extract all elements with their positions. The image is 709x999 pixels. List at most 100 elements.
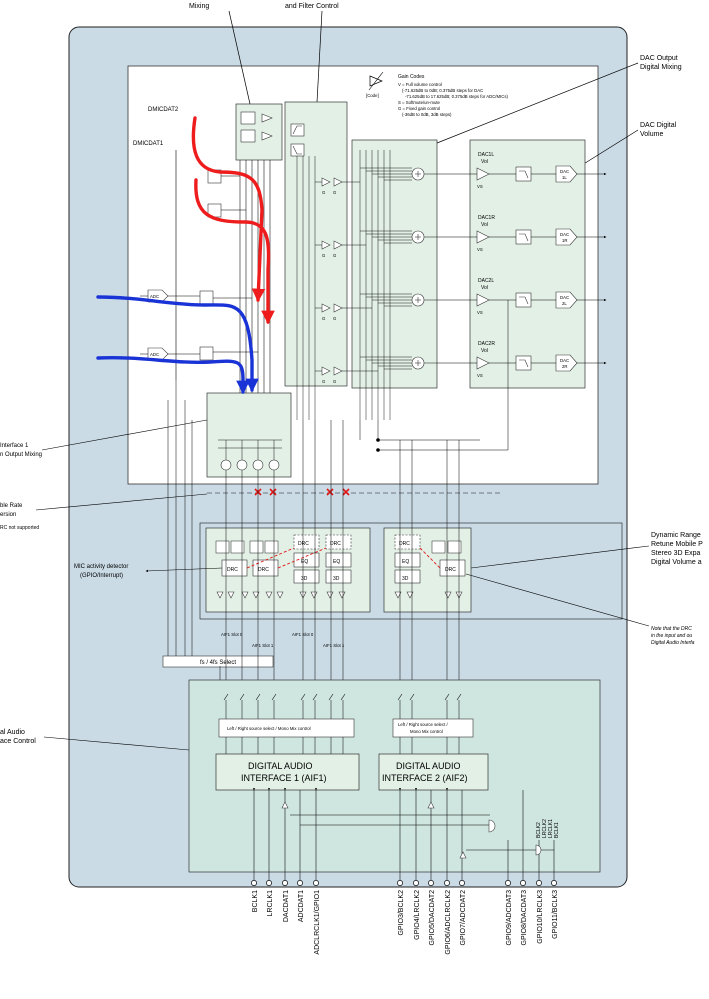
- dmicdat2-label: DMICDAT2: [148, 107, 179, 113]
- svg-text:ADC: ADC: [150, 352, 159, 357]
- pin-gpio7-adcdat2[interactable]: GPIO7/ADCDAT2: [459, 880, 467, 946]
- aif1-slot0-label: AIF1 Slot 0: [221, 632, 243, 637]
- aif-buffers: [281, 801, 542, 859]
- aif3-clock-labels: BCLK2 LRCLK2 LRCLK1 BCLK1: [536, 819, 560, 838]
- pin-gpio11-bclk3[interactable]: GPIO11/BCLK3: [551, 880, 559, 939]
- svg-text:ADCDAT1: ADCDAT1: [298, 890, 305, 922]
- dmic-filter-boxes: [199, 169, 222, 361]
- svg-text:1L: 1L: [562, 175, 567, 180]
- svg-text:DAC2R: DAC2R: [478, 341, 495, 347]
- svg-text:in the input and ou: in the input and ou: [651, 633, 692, 639]
- svg-text:DAC1L: DAC1L: [478, 152, 494, 158]
- svg-text:INTERFACE 1 (AIF1): INTERFACE 1 (AIF1): [241, 773, 327, 783]
- svg-text:VS: VS: [477, 247, 483, 252]
- dac-mixer-summers: [411, 167, 437, 370]
- svg-text:Retune Mobile P: Retune Mobile P: [651, 541, 703, 548]
- svg-text:DRC: DRC: [330, 541, 341, 547]
- pin-adcdat1[interactable]: ADCDAT1: [297, 880, 305, 922]
- svg-text:Vol: Vol: [481, 159, 488, 165]
- svg-text:3D: 3D: [402, 576, 409, 582]
- aif-input-switches: [223, 693, 462, 701]
- svg-text:G = Fixed gain control: G = Fixed gain control: [398, 106, 440, 111]
- svg-text:DAC: DAC: [560, 232, 569, 237]
- aif1-output-mixing-block: [206, 392, 292, 478]
- svg-text:-71.625dB to 17.625dB; 0.375dB: -71.625dB to 17.625dB; 0.375dB steps for…: [405, 94, 509, 99]
- svg-text:Digital Audio Interfa: Digital Audio Interfa: [651, 640, 695, 646]
- svg-text:EQ: EQ: [301, 559, 308, 565]
- svg-text:3D: 3D: [333, 576, 340, 582]
- pin-gpio9-adcdat3[interactable]: GPIO9/ADCDAT3: [505, 880, 513, 946]
- svg-text:GPIO8/DACDAT3: GPIO8/DACDAT3: [521, 890, 528, 946]
- pin-gpio5-dacdat2[interactable]: GPIO5/DACDAT2: [428, 880, 436, 946]
- svg-text:AIF1 Slot 1: AIF1 Slot 1: [323, 643, 345, 648]
- dac-channel-2r: DAC2R Vol VS DAC 2R: [437, 341, 607, 378]
- svg-text:GPIO11/BCLK3: GPIO11/BCLK3: [552, 890, 559, 939]
- svg-text:GPIO6/ADCLRCLK2: GPIO6/ADCLRCLK2: [445, 890, 452, 955]
- svg-text:Gain Codes: Gain Codes: [398, 74, 425, 80]
- svg-text:VS: VS: [477, 310, 483, 315]
- dac-channel-1l: DAC1L Vol VS DAC 1L: [437, 152, 607, 189]
- svg-text:DAC1R: DAC1R: [478, 215, 495, 221]
- svg-text:INTERFACE 2 (AIF2): INTERFACE 2 (AIF2): [382, 773, 468, 783]
- svg-text:Mono Mix control: Mono Mix control: [410, 729, 443, 734]
- svg-text:VS: VS: [477, 184, 483, 189]
- svg-text:G: G: [333, 253, 337, 258]
- pin-gpio8-dacdat3[interactable]: GPIO8/DACDAT3: [520, 880, 528, 946]
- dac-volume-label: DAC Digital: [640, 122, 677, 129]
- drc-note: Note that the DRC: [651, 626, 692, 632]
- svg-text:G: G: [322, 379, 326, 384]
- threed-blocks: 3D 3D 3D: [293, 569, 421, 584]
- svg-text:Vol: Vol: [481, 348, 488, 354]
- svg-text:2R: 2R: [562, 364, 568, 369]
- aif1-source-select: [218, 718, 355, 738]
- pin-dacdat1[interactable]: DACDAT1: [282, 880, 290, 922]
- pin-gpio4-lrclk2[interactable]: GPIO4/LRCLK2: [413, 880, 421, 940]
- svg-text:G: G: [333, 379, 337, 384]
- svg-text:DRC: DRC: [298, 541, 309, 547]
- svg-text:(-36dB to 0dB, 3dB steps): (-36dB to 0dB, 3dB steps): [402, 112, 452, 117]
- top-label-mixing: Mixing: [189, 3, 209, 10]
- svg-text:LRCLK2: LRCLK2: [542, 819, 548, 838]
- pin-bclk1[interactable]: BCLK1: [251, 880, 259, 912]
- svg-text:VS: VS: [477, 373, 483, 378]
- svg-text:ersion: ersion: [0, 512, 16, 518]
- aif1-title: DIGITAL AUDIO: [248, 761, 313, 771]
- svg-text:Left / Right source select /: Left / Right source select /: [398, 722, 448, 727]
- svg-text:BCLK1: BCLK1: [554, 822, 560, 838]
- svg-text:G: G: [333, 190, 337, 195]
- aif2-source-select: [392, 718, 474, 738]
- svg-text:ADC: ADC: [150, 294, 159, 299]
- svg-text:3D: 3D: [301, 576, 308, 582]
- pin-gpio6-adclrclk2[interactable]: GPIO6/ADCLRCLK2: [444, 880, 452, 955]
- pin-gpio3-bclk2[interactable]: GPIO3/BCLK2: [397, 880, 405, 936]
- svg-text:GPIO5/DACDAT2: GPIO5/DACDAT2: [429, 890, 436, 946]
- pin-gpio10-lrclk3[interactable]: GPIO10/LRCLK3: [536, 880, 544, 944]
- aif1-mixing-label: Interface 1: [0, 443, 29, 449]
- pin-adclrclk1-gpio1[interactable]: ADCLRCLK1/GPIO1: [313, 880, 321, 955]
- svg-text:(-71.625dB to 0dB; 0.375dB ste: (-71.625dB to 0dB; 0.375dB steps for DAC: [402, 88, 483, 93]
- svg-text:GPIO3/BCLK2: GPIO3/BCLK2: [398, 890, 405, 936]
- pin-row: BCLK1 LRCLK1 DACDAT1 ADCDAT1 ADCLRCLK1/G…: [251, 880, 559, 955]
- svg-text:DRC: DRC: [227, 567, 238, 573]
- svg-text:DAC: DAC: [560, 169, 569, 174]
- pin-lrclk1[interactable]: LRCLK1: [266, 880, 274, 916]
- svg-text:G: G: [322, 253, 326, 258]
- svg-text:V = Full volume control: V = Full volume control: [398, 82, 442, 87]
- svg-text:[Code]: [Code]: [366, 93, 379, 98]
- svg-text:LRCLK1: LRCLK1: [267, 890, 274, 917]
- svg-text:G: G: [333, 316, 337, 321]
- svg-text:DAC: DAC: [560, 358, 569, 363]
- svg-text:S = Softmute/un-mute: S = Softmute/un-mute: [398, 100, 441, 105]
- svg-text:ace Control: ace Control: [0, 738, 36, 745]
- svg-text:EQ: EQ: [333, 559, 340, 565]
- dac-output-mixing-label: DAC Output: [640, 55, 678, 62]
- drc-link-dashes: [246, 547, 441, 569]
- svg-text:LRCLK1: LRCLK1: [548, 819, 554, 838]
- dmicdat1-label: DMICDAT1: [133, 141, 164, 147]
- svg-text:Vol: Vol: [481, 285, 488, 291]
- svg-text:BCLK2: BCLK2: [536, 822, 542, 838]
- dmic-mix-block: [235, 103, 283, 161]
- svg-text:Stereo 3D Expa: Stereo 3D Expa: [651, 550, 701, 557]
- svg-text:DRC: DRC: [258, 567, 269, 573]
- fs-select-label: fs / 4fs Select: [200, 660, 236, 666]
